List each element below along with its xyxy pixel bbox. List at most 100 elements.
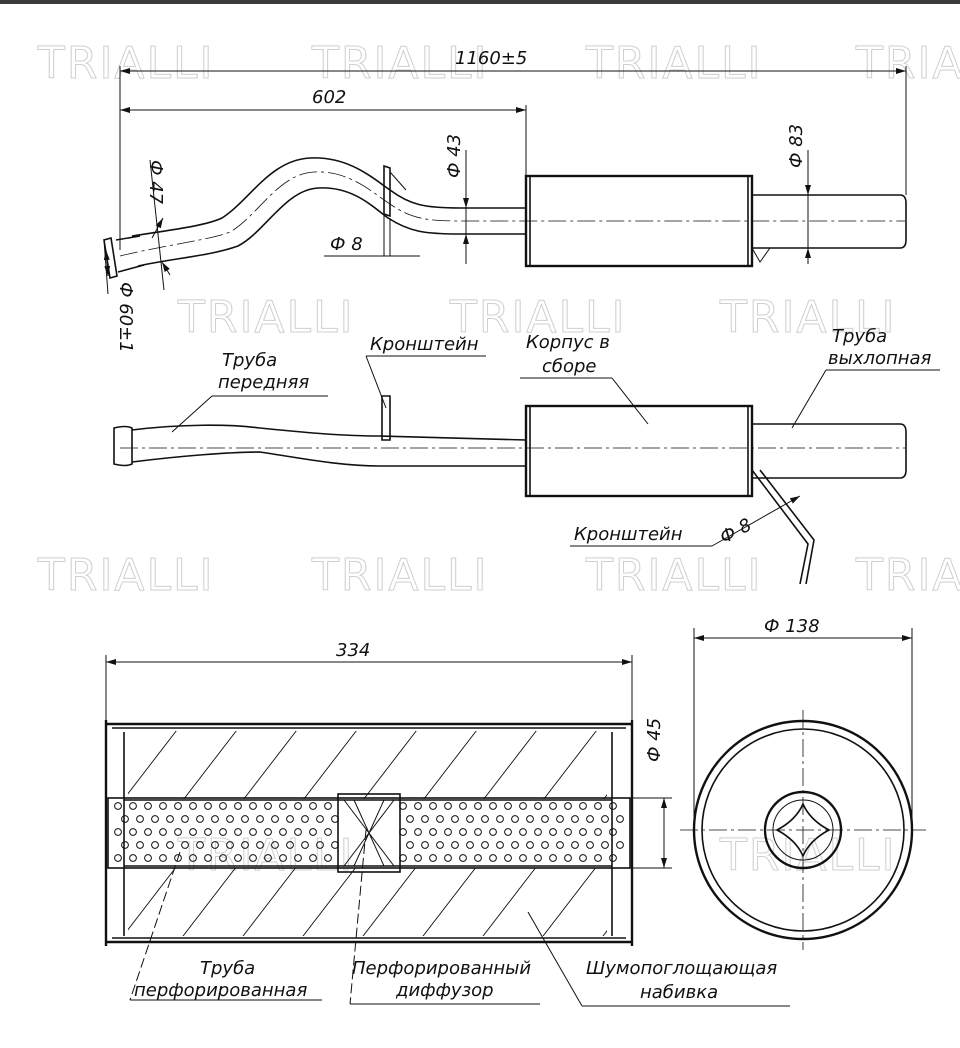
perforation-hole — [144, 828, 152, 836]
perforation-hole — [211, 841, 219, 849]
perforation-hole — [444, 828, 452, 836]
watermark-layer: TRIALLI TRIALLI TRIALLI TRIALLI TRIALLI … — [37, 38, 960, 882]
perforation-hole — [436, 815, 444, 823]
perforation-hole — [586, 815, 594, 823]
perforation-hole — [549, 828, 557, 836]
perforation-hole — [609, 802, 617, 810]
perforation-hole — [474, 828, 482, 836]
perforation-hole — [241, 815, 249, 823]
perforation-hole — [204, 854, 212, 862]
mid-tube-dia-label: Ф 43 — [444, 134, 465, 178]
perforation-hole — [129, 828, 137, 836]
side-inlet-flange — [113, 425, 133, 467]
perforation-hole — [406, 815, 414, 823]
perforation-hole — [294, 828, 302, 836]
watermark-text: TRIALLI — [311, 550, 489, 601]
perforation-hole — [616, 815, 624, 823]
watermark-text: TRIALLI — [855, 38, 960, 89]
perforation-hole — [526, 815, 534, 823]
perforation-hole — [564, 854, 572, 862]
perforation-hole — [496, 841, 504, 849]
body-dia-label: Ф 138 — [764, 616, 820, 637]
perforation-hole — [166, 841, 174, 849]
exhaust-tube-dia-label: Ф 83 — [786, 124, 807, 168]
perforation-hole — [226, 815, 234, 823]
packing-hatch-bottom — [128, 868, 607, 936]
perforation-hole — [301, 841, 309, 849]
front-pipe-lower-edge — [137, 187, 526, 267]
watermark-text: TRIALLI — [719, 292, 897, 343]
perforation-hole — [204, 802, 212, 810]
label-bracket-top: Кронштейн — [370, 334, 479, 355]
perforation-hole — [159, 802, 167, 810]
perforation-hole — [541, 841, 549, 849]
perforation-hole — [564, 828, 572, 836]
perforation-hole — [309, 854, 317, 862]
perforation-hole — [571, 815, 579, 823]
perforation-hole — [174, 828, 182, 836]
perforation-hole — [159, 854, 167, 862]
perforation-hole — [481, 841, 489, 849]
perforation-hole — [489, 828, 497, 836]
perforation-hole — [136, 815, 144, 823]
perforation-hole — [414, 828, 422, 836]
perforation-hole — [414, 854, 422, 862]
perforation-hole — [301, 815, 309, 823]
perforation-hole — [594, 802, 602, 810]
perforation-hole — [279, 828, 287, 836]
watermark-text: TRIALLI — [585, 38, 763, 89]
side-front-pipe-upper — [131, 424, 527, 441]
perforation-hole — [189, 802, 197, 810]
label-body-2: сборе — [542, 356, 597, 377]
perforation-hole — [474, 854, 482, 862]
perforation-hole — [316, 815, 324, 823]
perforation-hole — [181, 841, 189, 849]
label-bracket-bottom: Кронштейн — [574, 524, 683, 545]
perforation-hole — [534, 828, 542, 836]
perforation-hole — [549, 802, 557, 810]
perforation-hole — [174, 802, 182, 810]
perforation-hole — [271, 815, 279, 823]
watermark-text: TRIALLI — [585, 550, 763, 601]
perforation-hole — [196, 841, 204, 849]
window-top-border — [0, 0, 960, 4]
label-exhaust-1: Труба — [832, 326, 887, 347]
perforation-hole — [579, 854, 587, 862]
packing-hatch-top — [128, 731, 607, 799]
perforation-hole — [466, 815, 474, 823]
label-diffuser-2: диффузор — [395, 980, 494, 1001]
inlet-flange-dia-label: Ф 60±1 — [115, 282, 136, 353]
perforation-hole — [586, 841, 594, 849]
perforation-hole — [511, 815, 519, 823]
label-perforated-pipe-2: перфорированная — [134, 980, 307, 1001]
perforation-hole — [459, 828, 467, 836]
perforation-hole — [324, 802, 332, 810]
perforation-hole — [151, 841, 159, 849]
perforation-hole — [264, 828, 272, 836]
perforation-hole — [219, 854, 227, 862]
perforation-hole — [189, 854, 197, 862]
label-body-1: Корпус в — [526, 332, 610, 353]
perforation-hole — [609, 828, 617, 836]
perforation-hole — [151, 815, 159, 823]
perforation-hole — [279, 854, 287, 862]
perforation-hole — [459, 854, 467, 862]
perforation-hole — [294, 854, 302, 862]
top-view: 1160±5 602 Ф 47 Ф 60±1 Ф 8 — [103, 48, 907, 353]
perforation-hole — [144, 854, 152, 862]
exhaust-pipe-top — [752, 194, 907, 249]
perforation-hole — [129, 854, 137, 862]
side-front-pipe-lower — [131, 451, 526, 467]
perforation-hole — [504, 802, 512, 810]
muffler-body-side — [524, 404, 754, 498]
perforation-hole — [114, 802, 122, 810]
perforation-hole — [414, 802, 422, 810]
perforation-hole — [174, 854, 182, 862]
perforation-hole — [519, 828, 527, 836]
label-exhaust-2: выхлопная — [828, 348, 932, 369]
watermark-text: TRIALLI — [37, 550, 215, 601]
perforation-hole — [114, 828, 122, 836]
perforation-hole — [579, 802, 587, 810]
perforation-hole — [129, 802, 137, 810]
perforation-hole — [241, 841, 249, 849]
